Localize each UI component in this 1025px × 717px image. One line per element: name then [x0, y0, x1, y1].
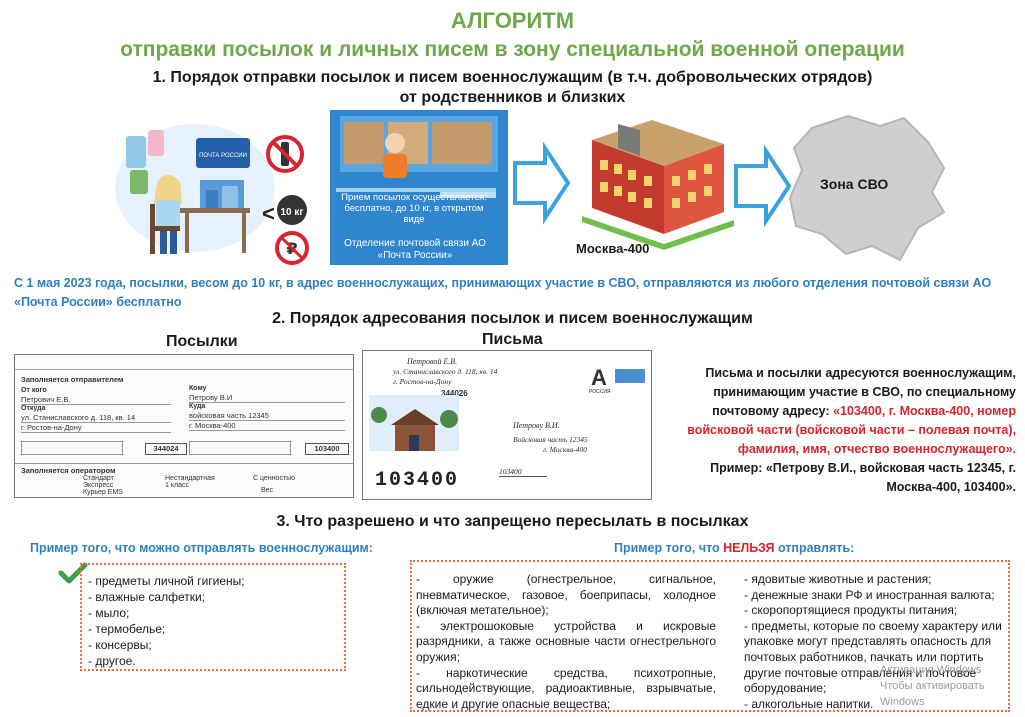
watermark-line1: Активация Windows	[880, 664, 982, 676]
forbidden-item: - скоропортящиеся продукты питания;	[744, 603, 958, 618]
post-office-name: Отделение почтовой связи АО «Почта Росси…	[344, 238, 486, 261]
env-recipient-city: г. Москва-400	[543, 445, 588, 454]
form-to-who: Кому	[189, 385, 207, 392]
env-recipient-index-handwritten: 103400	[499, 467, 547, 477]
env-sender-name: Петровой Е.В.	[407, 357, 458, 366]
forbidden-list-col2: - ядовитые животные и растения; - денежн…	[744, 572, 1002, 712]
forbidden-item: - алкогольные напитки.	[744, 696, 874, 711]
post-office-notice: Прием посылок осуществляется: бесплатно,…	[341, 192, 487, 225]
forbidden-item: - ядовитые животные и растения;	[744, 572, 932, 586]
form-from-where: Откуда	[21, 405, 46, 412]
addressing-info-address: «103400, г. Москва-400, номер войсковой …	[687, 404, 1016, 456]
form-sender-name: Петрович Е.В.	[21, 395, 171, 405]
allowed-item: - консервы;	[88, 638, 152, 652]
weight-sign-text: 10 кг	[280, 207, 303, 218]
section1-heading-line2: от родственников и близких	[399, 89, 626, 106]
parcels-label: Посылки	[166, 333, 238, 350]
form-recipient-index: 103400	[305, 443, 349, 455]
building-icon	[582, 120, 734, 250]
form-operator-header: Заполняется оператором	[21, 466, 116, 475]
allowed-item: - другое.	[88, 654, 136, 668]
form-sender-index: 344024	[145, 443, 187, 455]
form-opt-express: Экспресс	[83, 482, 114, 489]
post-office-scene	[330, 110, 508, 265]
form-sender-header: Заполняется отправителем	[21, 375, 124, 384]
checkmark-icon	[58, 562, 88, 584]
env-sender-city: г. Ростов-на-Дону	[393, 377, 452, 386]
forbidden-heading-red: НЕЛЬЗЯ	[723, 541, 775, 555]
form-recipient-name: Петрову В.И	[189, 393, 345, 403]
weight-limit-icon: < 10 кг	[262, 195, 307, 226]
forbidden-item: - предметы, которые по своему характеру …	[744, 618, 1002, 696]
forbidden-item: - оружие (огнестрельное, сигнальное, пне…	[416, 572, 716, 618]
parcel-form: Заполняется отправителем От кого Петрови…	[14, 354, 354, 498]
russian-post-logo-sub: РОССИЯ	[589, 389, 611, 395]
section1-heading: 1. Порядок отправки посылок и писем воен…	[0, 68, 1025, 108]
forbidden-heading: Пример того, что НЕЛЬЗЯ отправлять:	[614, 541, 854, 555]
home-scene: ПОЧТА РОССИИ	[115, 124, 275, 254]
free-shipping-note: С 1 мая 2023 года, посылки, весом до 10 …	[14, 276, 992, 309]
svg-text:<: <	[262, 201, 275, 226]
form-opt-class1: 1 класс	[165, 482, 189, 489]
allowed-item: - термобелье;	[88, 622, 166, 636]
forbidden-heading-post: отправлять:	[774, 541, 855, 555]
form-from-who: От кого	[21, 387, 47, 394]
forbidden-list-col1: - оружие (огнестрельное, сигнальное, пне…	[416, 572, 716, 712]
forbidden-box	[410, 560, 1010, 712]
no-money-icon: ₽	[275, 231, 309, 265]
form-opt-oversized: С ценностью	[253, 475, 296, 482]
no-alcohol-icon	[266, 135, 304, 173]
letter-envelope: Петровой Е.В. ул. Станиславского д. 118,…	[362, 350, 652, 500]
form-opt-nonstandard: Нестандартная	[165, 475, 215, 482]
form-sender-city: г. Ростов-на-Дону	[21, 423, 171, 433]
form-sender-street: ул. Станиславского д. 118, кв. 14	[21, 413, 171, 423]
allowed-heading: Пример того, что можно отправлять военно…	[30, 541, 373, 555]
allowed-item: - влажные салфетки;	[88, 590, 205, 604]
section2-heading: 2. Порядок адресования посылок и писем в…	[272, 310, 753, 327]
forbidden-item: - наркотические средства, психотропные, …	[416, 665, 716, 711]
zone-label: Зона СВО	[820, 176, 889, 192]
process-illustration: ПОЧТА РОССИИ < 10 кг ₽	[115, 110, 946, 265]
arrow-icon	[734, 144, 792, 228]
stamp-picture	[369, 395, 459, 461]
windows-activation-watermark: Активация Windows Чтобы активировать Win…	[880, 662, 1025, 710]
section1-heading-line1: 1. Порядок отправки посылок и писем воен…	[152, 69, 873, 86]
form-opt-standard: Стандарт	[83, 475, 114, 482]
form-recipient-unit: войсковая часть 12345	[189, 411, 345, 421]
allowed-item: - предметы личной гигиены;	[88, 574, 245, 588]
env-recipient-name: Петрову В.И.	[513, 421, 560, 430]
allowed-box	[80, 563, 346, 671]
allowed-list: - предметы личной гигиены; - влажные сал…	[88, 573, 245, 669]
env-recipient-unit: Войсковая часть 12345	[513, 435, 588, 444]
post-sign-text: ПОЧТА РОССИИ	[199, 153, 247, 159]
env-sender-street: ул. Станиславского д. 118, кв. 14	[393, 367, 498, 376]
allowed-item: - мыло;	[88, 606, 130, 620]
form-opt-weight: Вес	[261, 487, 274, 494]
title-algorithm: АЛГОРИТМ	[450, 8, 575, 33]
watermark-line2: Чтобы активировать Windows	[880, 680, 985, 708]
forbidden-item: - денежные знаки РФ и иностранная валюта…	[744, 587, 995, 602]
form-to-where: Куда	[189, 403, 206, 410]
addressing-info: Письма и посылки адресуются военнослужащ…	[666, 364, 1016, 497]
russian-post-logo: А	[591, 365, 607, 390]
title-subtitle: отправки посылок и личных писем в зону с…	[120, 38, 905, 61]
letters-label: Письма	[482, 331, 543, 348]
section3-heading: 3. Что разрешено и что запрещено пересыл…	[276, 513, 749, 530]
forbidden-item: - электрошоковые устройства и искровые р…	[416, 618, 716, 664]
zone-map-icon	[788, 114, 946, 262]
hub-label: Москва-400	[576, 241, 650, 256]
form-opt-courier: Курьер EMS	[83, 489, 123, 496]
form-recipient-city: г. Москва-400	[189, 421, 345, 431]
forbidden-heading-pre: Пример того, что	[614, 541, 724, 555]
addressing-info-example: Пример: «Петрову В.И., войсковая часть 1…	[710, 461, 1016, 494]
env-sender-index: 344026	[441, 389, 468, 398]
env-index-stencil: 103400	[375, 469, 460, 492]
addressing-info-text: Письма и посылки адресуются военнослужащ…	[705, 366, 1016, 418]
arrow-icon	[513, 141, 571, 225]
